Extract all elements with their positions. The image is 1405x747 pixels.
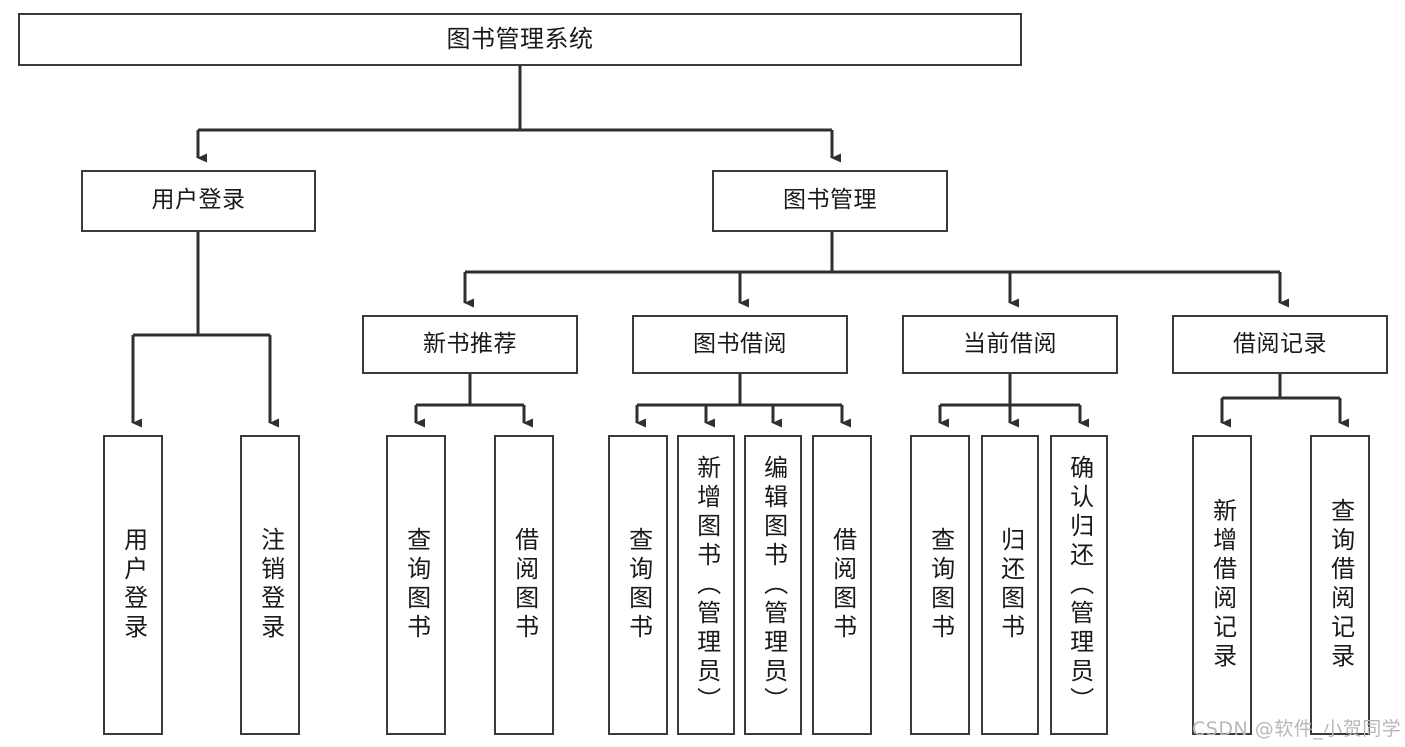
node-label: 用户登录: [119, 527, 148, 643]
leaf-current-borrow-confirm-return[interactable]: 确认归还（管理员）: [1050, 435, 1108, 735]
leaf-book-borrow-query[interactable]: 查询图书: [608, 435, 668, 735]
node-label: 注销登录: [256, 527, 285, 643]
csdn-watermark: CSDN @软件_小贺同学: [1192, 718, 1402, 740]
node-label: 图书管理: [783, 187, 877, 214]
node-label: 新增图书（管理员）: [692, 454, 721, 716]
leaf-book-borrow-borrow[interactable]: 借阅图书: [812, 435, 872, 735]
leaf-current-borrow-query[interactable]: 查询图书: [910, 435, 970, 735]
node-root-system[interactable]: 图书管理系统: [18, 13, 1022, 66]
node-label: 查询借阅记录: [1326, 498, 1355, 672]
node-label: 当前借阅: [963, 330, 1057, 357]
leaf-book-borrow-add[interactable]: 新增图书（管理员）: [677, 435, 735, 735]
node-new-book-recommend[interactable]: 新书推荐: [362, 315, 578, 374]
leaf-user-login-logout[interactable]: 注销登录: [240, 435, 300, 735]
node-label: 借阅图书: [828, 527, 857, 643]
leaf-borrow-record-add[interactable]: 新增借阅记录: [1192, 435, 1252, 735]
node-label: 借阅记录: [1233, 330, 1327, 357]
leaf-user-login-login[interactable]: 用户登录: [103, 435, 163, 735]
leaf-new-book-query[interactable]: 查询图书: [386, 435, 446, 735]
node-user-login[interactable]: 用户登录: [81, 170, 316, 232]
node-borrow-record[interactable]: 借阅记录: [1172, 315, 1388, 374]
node-label: 图书管理系统: [446, 25, 594, 54]
node-label: 归还图书: [996, 527, 1025, 643]
node-label: 用户登录: [151, 187, 246, 214]
leaf-new-book-borrow[interactable]: 借阅图书: [494, 435, 554, 735]
leaf-book-borrow-edit[interactable]: 编辑图书（管理员）: [744, 435, 802, 735]
leaf-current-borrow-return[interactable]: 归还图书: [981, 435, 1039, 735]
node-book-management[interactable]: 图书管理: [712, 170, 948, 232]
node-label: 确认归还（管理员）: [1065, 454, 1094, 716]
node-label: 编辑图书（管理员）: [759, 454, 788, 716]
node-label: 借阅图书: [510, 527, 539, 643]
node-label: 新增借阅记录: [1208, 498, 1237, 672]
leaf-borrow-record-query[interactable]: 查询借阅记录: [1310, 435, 1370, 735]
node-current-borrow[interactable]: 当前借阅: [902, 315, 1118, 374]
node-label: 图书借阅: [693, 330, 787, 357]
node-label: 查询图书: [926, 527, 955, 643]
node-label: 查询图书: [624, 527, 653, 643]
node-label: 新书推荐: [423, 330, 517, 357]
node-book-borrow[interactable]: 图书借阅: [632, 315, 848, 374]
node-label: 查询图书: [402, 527, 431, 643]
